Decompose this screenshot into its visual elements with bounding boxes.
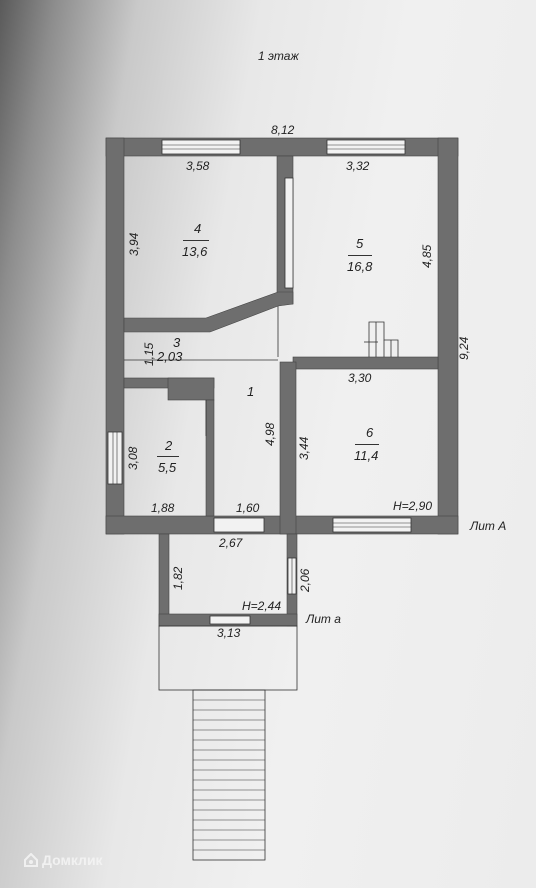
dim-porch-side: 2,06 <box>298 568 312 592</box>
wall-5-6 <box>292 356 439 370</box>
staircase-room5 <box>364 321 399 357</box>
wall-room4-bottom <box>123 291 294 333</box>
room-2-number: 2 <box>165 438 173 453</box>
height-porch: H=2,44 <box>242 599 282 613</box>
watermark: Домклик <box>24 852 103 868</box>
room-2-divider <box>157 456 179 457</box>
room-5-area: 16,8 <box>347 259 373 274</box>
room-2-area: 5,5 <box>158 460 177 475</box>
room-5-number: 5 <box>356 236 364 251</box>
dim-room6-width: 3,30 <box>348 371 372 385</box>
window-room2 <box>107 431 123 485</box>
stair-steps <box>193 699 265 851</box>
floor-title: 1 этаж <box>258 49 299 63</box>
dim-room6-height: 3,44 <box>297 436 311 460</box>
room-6-divider <box>355 444 379 445</box>
dim-room2-width: 1,88 <box>151 501 175 515</box>
room-3-number: 3 <box>173 335 181 350</box>
watermark-text: Домклик <box>42 852 103 868</box>
room-4-divider <box>183 240 209 241</box>
house-logo-icon <box>24 852 38 867</box>
dim-room3-height: 1,15 <box>142 342 156 366</box>
room-6-number: 6 <box>366 425 374 440</box>
height-main: H=2,90 <box>393 499 433 513</box>
dim-room4-height: 3,94 <box>127 232 141 256</box>
wall-right-2 <box>205 399 215 517</box>
lit-porch-label: Лит а <box>306 612 341 626</box>
wall-left-6 <box>279 361 297 535</box>
door-entry <box>213 517 265 533</box>
room-3-area: 2,03 <box>157 349 183 364</box>
dim-total-height: 9,24 <box>457 336 471 360</box>
dim-room2-height: 3,08 <box>126 446 140 470</box>
wall-top-2-step <box>167 377 215 401</box>
room-4-area: 13,6 <box>182 244 208 259</box>
lit-main-label: Лит А <box>470 519 507 533</box>
wall-right <box>437 137 459 535</box>
room-1-number: 1 <box>247 384 255 399</box>
window-room5 <box>326 139 406 155</box>
dim-room1-width: 1,60 <box>236 501 260 515</box>
dim-porch-height: 1,82 <box>171 566 185 590</box>
stairs <box>192 689 266 861</box>
dim-porch-width: 2,67 <box>219 536 243 550</box>
dim-window-room5: 3,32 <box>346 159 370 173</box>
dim-room1-height: 4,98 <box>263 422 277 446</box>
room-6-area: 11,4 <box>354 448 379 463</box>
dim-total-width: 8,12 <box>271 123 295 137</box>
room-5-divider <box>348 255 372 256</box>
window-room6 <box>332 517 412 533</box>
dim-room5-height: 4,85 <box>420 244 434 268</box>
window-porch-bottom <box>209 615 251 625</box>
dim-window-room4: 3,58 <box>186 159 210 173</box>
window-room4 <box>161 139 241 155</box>
room-4-number: 4 <box>194 221 202 236</box>
dim-porch-bottom: 3,13 <box>217 626 241 640</box>
porch-wall-left <box>158 533 170 627</box>
